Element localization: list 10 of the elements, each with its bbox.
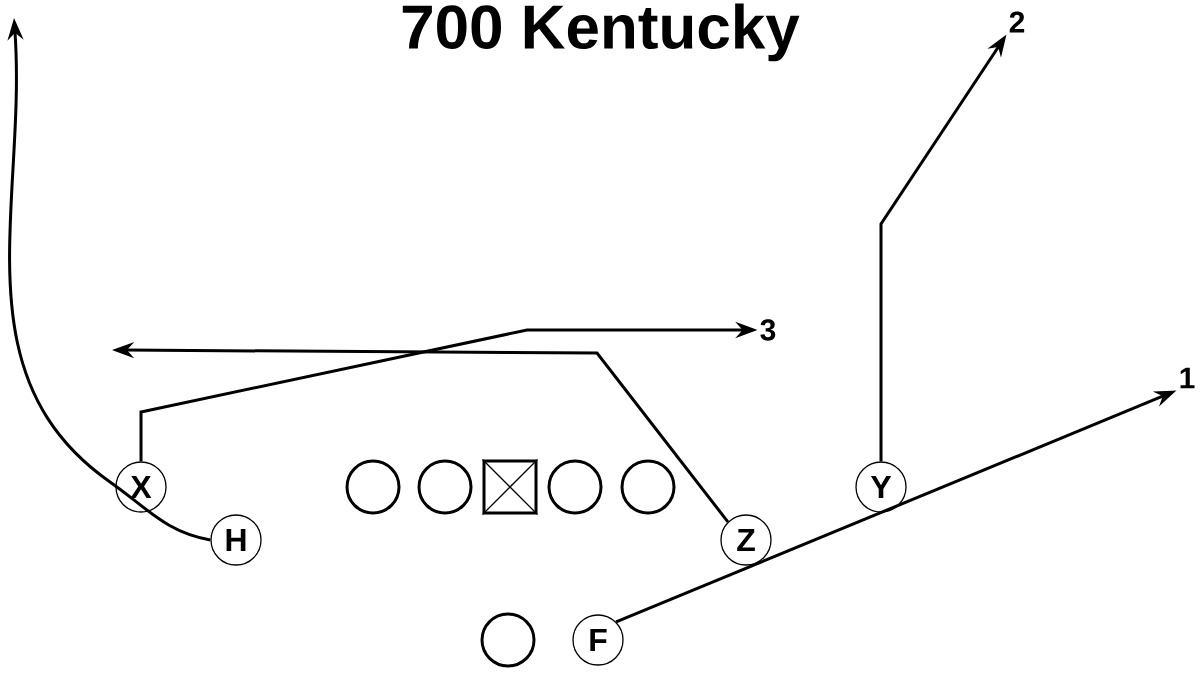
center-box	[481, 458, 539, 516]
lineman-circle	[417, 459, 473, 515]
route-number: 3	[760, 319, 776, 341]
lineman-circle	[547, 459, 603, 515]
route-number: 2	[1009, 11, 1025, 33]
lineman-circle	[480, 612, 536, 668]
title: 700 Kentucky	[402, 3, 800, 62]
lineman-circle	[345, 459, 401, 515]
route-number: 1	[1180, 367, 1195, 389]
lineman-circle	[620, 459, 676, 515]
